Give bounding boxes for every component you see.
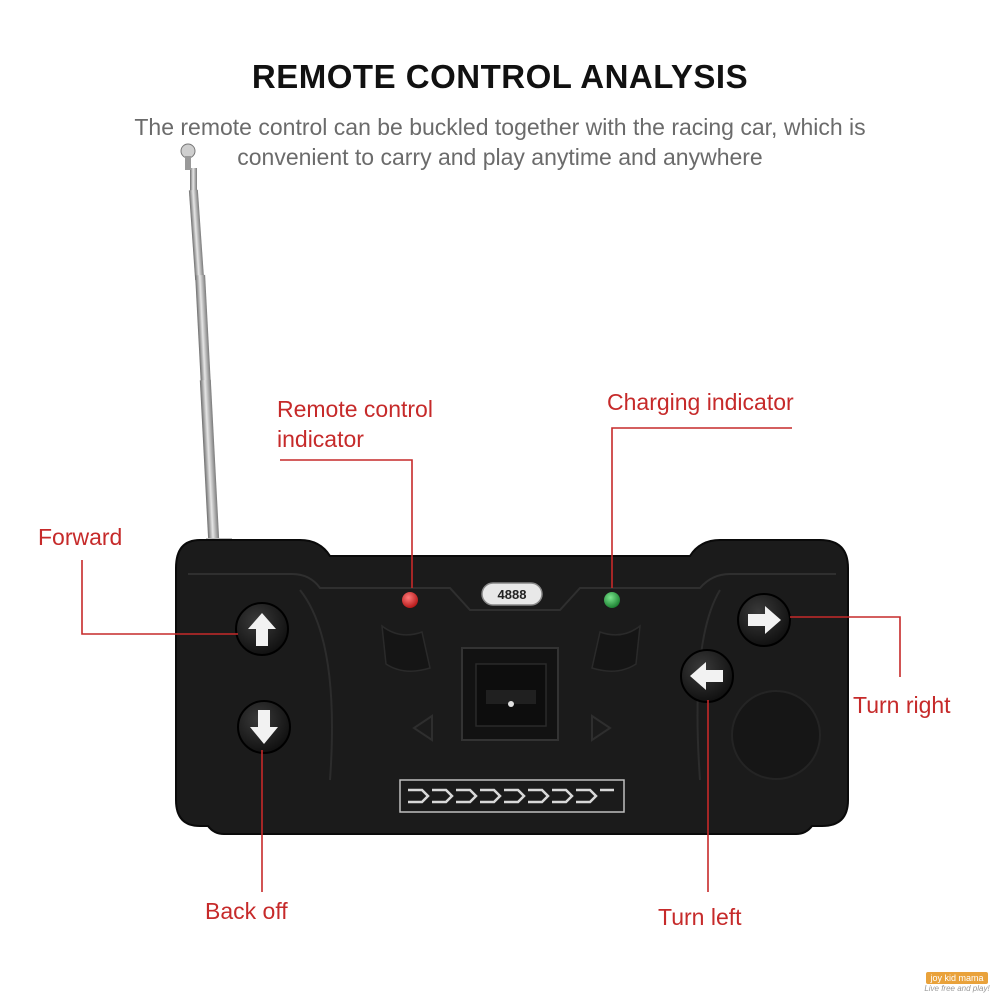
forward-line	[81, 560, 238, 635]
arrow-up-icon	[248, 613, 276, 646]
left-triangle-mark	[412, 714, 433, 742]
arrow-left-icon	[690, 662, 723, 690]
callout-remote-line-1: Remote control	[277, 396, 433, 422]
subtitle-line-1: The remote control can be buckled togeth…	[134, 114, 866, 140]
forward-button[interactable]	[235, 602, 289, 656]
callout-back-off: Back off	[205, 898, 288, 924]
remote-control-indicator-led	[402, 592, 418, 608]
page-subtitle: The remote control can be buckled togeth…	[40, 112, 960, 172]
subtitle-line-2: convenient to carry and play anytime and…	[237, 144, 763, 170]
right-fin	[591, 624, 641, 672]
callout-remote-control-indicator: Remote control indicator	[277, 394, 433, 454]
watermark-brand: joy kid mama	[926, 972, 988, 984]
watermark-tagline: Live free and play!	[924, 984, 990, 993]
center-joystick[interactable]	[461, 647, 559, 741]
turn-right-line	[790, 616, 901, 677]
charging-indicator-line	[611, 427, 792, 588]
watermark-logo: joy kid mama Live free and play!	[922, 972, 992, 994]
callout-forward: Forward	[38, 524, 123, 550]
turn-right-button[interactable]	[737, 593, 791, 647]
callout-turn-right: Turn right	[853, 692, 951, 718]
left-fin	[381, 624, 431, 672]
remote-indicator-line	[280, 459, 413, 588]
arrow-down-icon	[250, 710, 278, 744]
turn-left-button[interactable]	[680, 649, 734, 703]
callout-turn-left: Turn left	[658, 904, 742, 930]
callout-lines	[81, 427, 901, 892]
right-triangle-mark	[591, 714, 612, 742]
switch-label: 4888	[498, 587, 527, 602]
page-title: REMOTE CONTROL ANALYSIS	[251, 58, 749, 95]
back-off-button[interactable]	[237, 700, 291, 754]
charging-indicator-led	[604, 592, 620, 608]
arrow-right-icon	[748, 606, 781, 634]
tread-pattern	[399, 779, 625, 813]
callout-charging-indicator: Charging indicator	[607, 389, 794, 415]
antenna	[180, 143, 232, 548]
callout-remote-line-2: indicator	[277, 426, 364, 452]
power-switch[interactable]: 4888	[481, 582, 543, 606]
